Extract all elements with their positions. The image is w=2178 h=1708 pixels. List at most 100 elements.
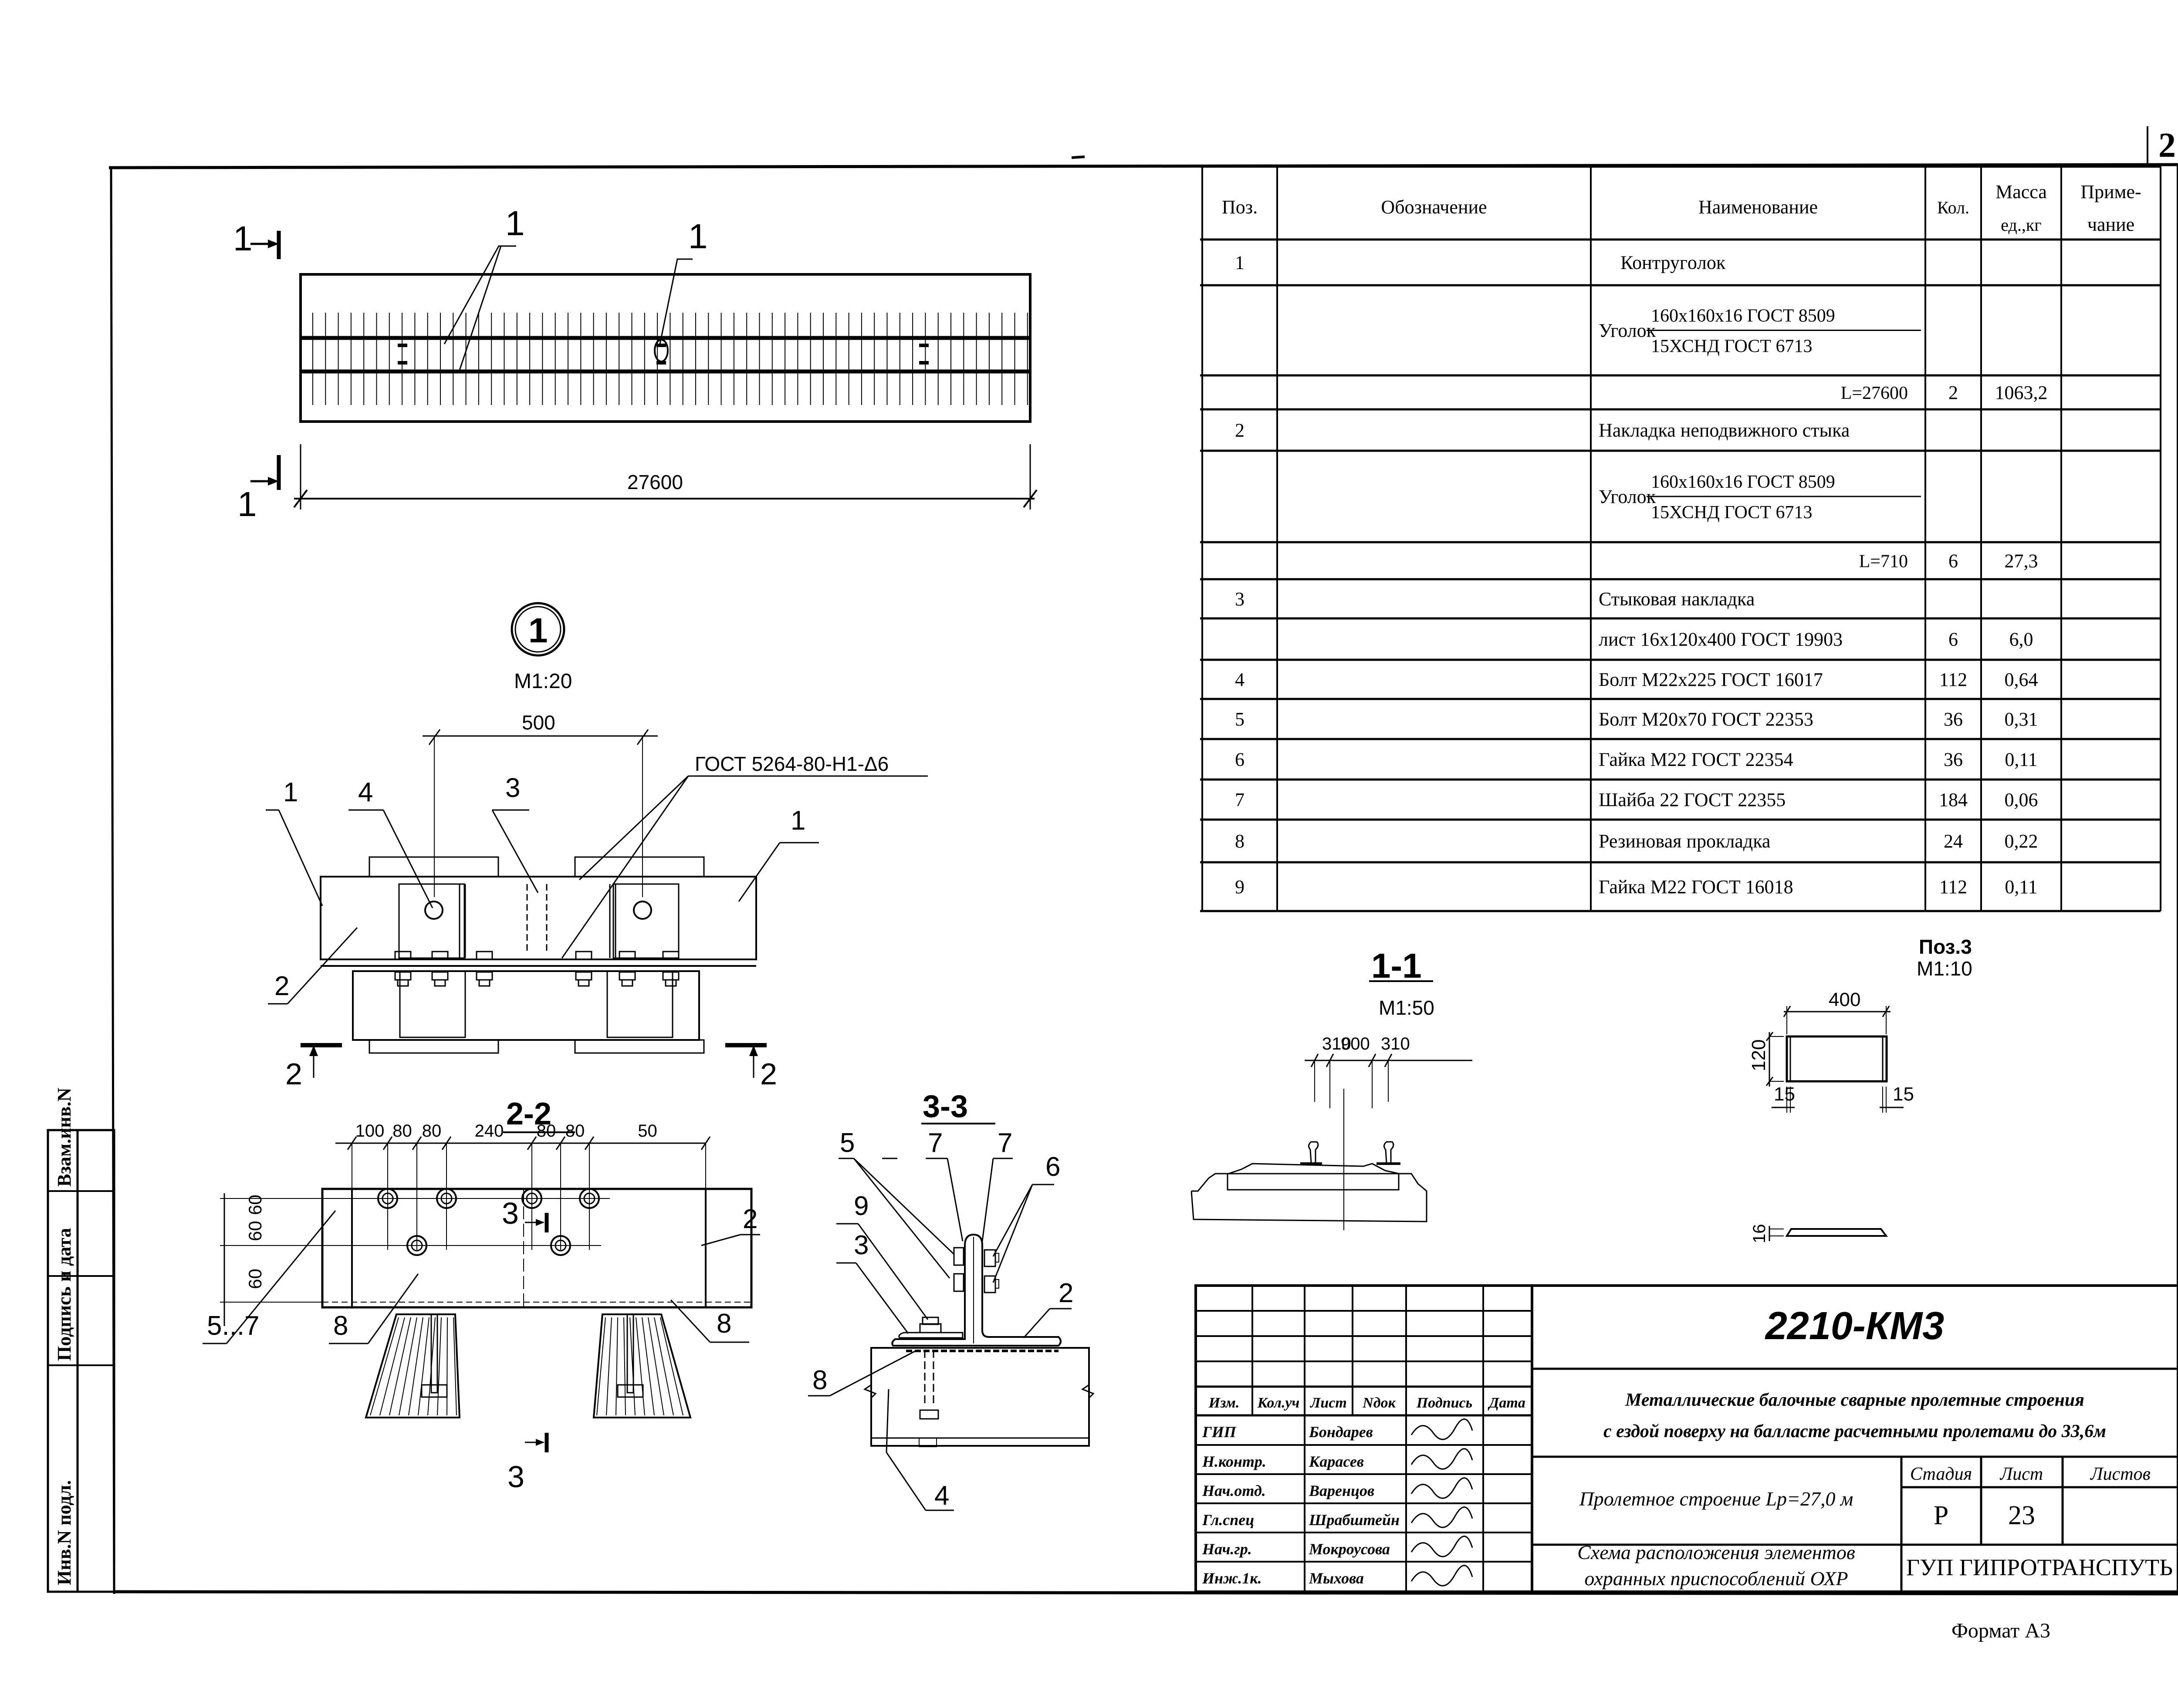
change-header: Изм. — [1208, 1395, 1240, 1411]
hatch-line — [408, 1317, 423, 1416]
dimension-label: 80 — [565, 1121, 585, 1141]
signature — [1410, 1506, 1473, 1528]
row-pos: 6 — [1235, 749, 1245, 770]
dimension-label: 80 — [392, 1121, 412, 1141]
nut — [476, 951, 493, 960]
section-callout: 5 — [840, 1128, 855, 1158]
hatch-line — [629, 1317, 636, 1416]
section-title: 2-2 — [506, 1097, 551, 1131]
plan-callout: 1 — [505, 204, 525, 243]
section-cut-label: 2 — [760, 1057, 777, 1091]
drawing-name-line2: охранных приспособлений ОХР — [1584, 1567, 1848, 1590]
dimension-tick — [584, 1136, 595, 1150]
hatch-line — [399, 1317, 417, 1416]
header-qty: Кол. — [1937, 198, 1969, 217]
hatch-line — [418, 1317, 430, 1416]
section-callout: 6 — [1045, 1152, 1060, 1182]
nut — [575, 971, 592, 981]
row-name: Контругoлок — [1620, 252, 1726, 273]
dimension-label: 80 — [422, 1121, 442, 1141]
node-callout: 1 — [283, 777, 298, 807]
section-callout: 5...7 — [207, 1311, 260, 1341]
drawing-name-line1: Схема расположения элементов — [1577, 1541, 1855, 1563]
side-stamp-field: Инв.N подл. — [54, 1480, 75, 1585]
project-title-line2: с ездой поверху на балласте расчетными п… — [1603, 1421, 2106, 1441]
nut-group — [394, 951, 680, 987]
nut — [621, 979, 633, 987]
staff-role: Инж.1к. — [1202, 1570, 1262, 1587]
node-callout: 2 — [274, 971, 289, 1001]
section-callout: 3 — [854, 1230, 869, 1260]
row-qty: 24 — [1944, 830, 1963, 852]
sleeper-group — [312, 313, 1028, 405]
section-callout: 7 — [928, 1128, 943, 1158]
row-mass: 0,11 — [2005, 749, 2037, 770]
header-mass: Масса — [1995, 181, 2047, 203]
signature — [1410, 1448, 1473, 1470]
section-callout: 2 — [1059, 1278, 1073, 1308]
header-mass-unit: ед.,кг — [2001, 215, 2041, 235]
section-1-1: 1-1 М1:50 310 900 310 — [1190, 946, 1472, 1230]
header-note: чание — [2087, 214, 2134, 235]
nut — [397, 979, 409, 987]
nut — [478, 979, 490, 987]
hatch-line — [660, 1317, 683, 1416]
dimension-tick — [555, 1136, 566, 1150]
sheets-label: Листов — [2090, 1464, 2151, 1484]
section-dim: 900 — [1341, 1034, 1370, 1053]
dimension-label: 50 — [638, 1121, 657, 1141]
nut — [578, 979, 590, 987]
plan-view: 1 1 1 1 27600 — [233, 204, 1038, 523]
section-callout: 8 — [333, 1311, 348, 1341]
row-name: Стыковая накладка — [1599, 588, 1755, 610]
plan-section-mark: 1 — [233, 219, 253, 258]
row-pos: 1 — [1235, 252, 1245, 273]
detail-width: 400 — [1829, 989, 1860, 1010]
detail-edge: 15 — [1774, 1084, 1795, 1105]
nut — [619, 971, 636, 981]
nut — [662, 971, 680, 981]
row-name: Резиновая прокладка — [1599, 830, 1770, 852]
row-name-length: L=710 — [1859, 552, 1908, 572]
nut — [665, 979, 677, 987]
row-qty: 36 — [1944, 749, 1963, 770]
section-dim: 310 — [1381, 1034, 1410, 1053]
stage-label: Стадия — [1910, 1464, 1972, 1484]
nut — [662, 951, 680, 960]
hatch-line — [453, 1317, 457, 1416]
row-pos: 5 — [1235, 709, 1245, 730]
row-pos: 9 — [1235, 876, 1245, 898]
hatch-line — [437, 1317, 442, 1416]
staff-name: Мокроусова — [1309, 1540, 1390, 1558]
signature — [1410, 1477, 1473, 1499]
detail-thickness: 16 — [1750, 1224, 1769, 1244]
row-mass: 0,06 — [2005, 789, 2038, 810]
section-title: 3-3 — [923, 1089, 968, 1124]
change-header: Кол.уч — [1257, 1395, 1300, 1411]
nut — [394, 971, 412, 981]
row-name-fraction-top: 160x160x16 ГОСТ 8509 — [1651, 306, 1835, 326]
section-cut-label: 3 — [502, 1196, 519, 1230]
hatch-line — [636, 1317, 645, 1416]
section-3-3: 3-3 5 7 7 — [808, 1089, 1095, 1511]
dimension-tick — [700, 1136, 711, 1150]
hatch-pattern — [370, 1317, 683, 1416]
detail-edge: 15 — [1893, 1084, 1914, 1105]
dimension-label: 240 — [475, 1121, 504, 1141]
detail-scale: М1:10 — [1917, 957, 1972, 980]
format-label: Формат А3 — [1951, 1619, 2050, 1642]
nut — [619, 951, 636, 960]
side-stamp-field: Подпись и дата — [54, 1228, 75, 1361]
nut — [575, 951, 592, 960]
hatch-line — [389, 1317, 411, 1416]
staff-role: ГИП — [1202, 1423, 1237, 1441]
staff-role: Нач.отд. — [1202, 1482, 1266, 1499]
plan-section-mark: 1 — [237, 485, 257, 523]
section-cut-label: 3 — [507, 1460, 524, 1494]
node-callout: 1 — [791, 806, 805, 836]
header-name: Наименование — [1698, 196, 1818, 218]
